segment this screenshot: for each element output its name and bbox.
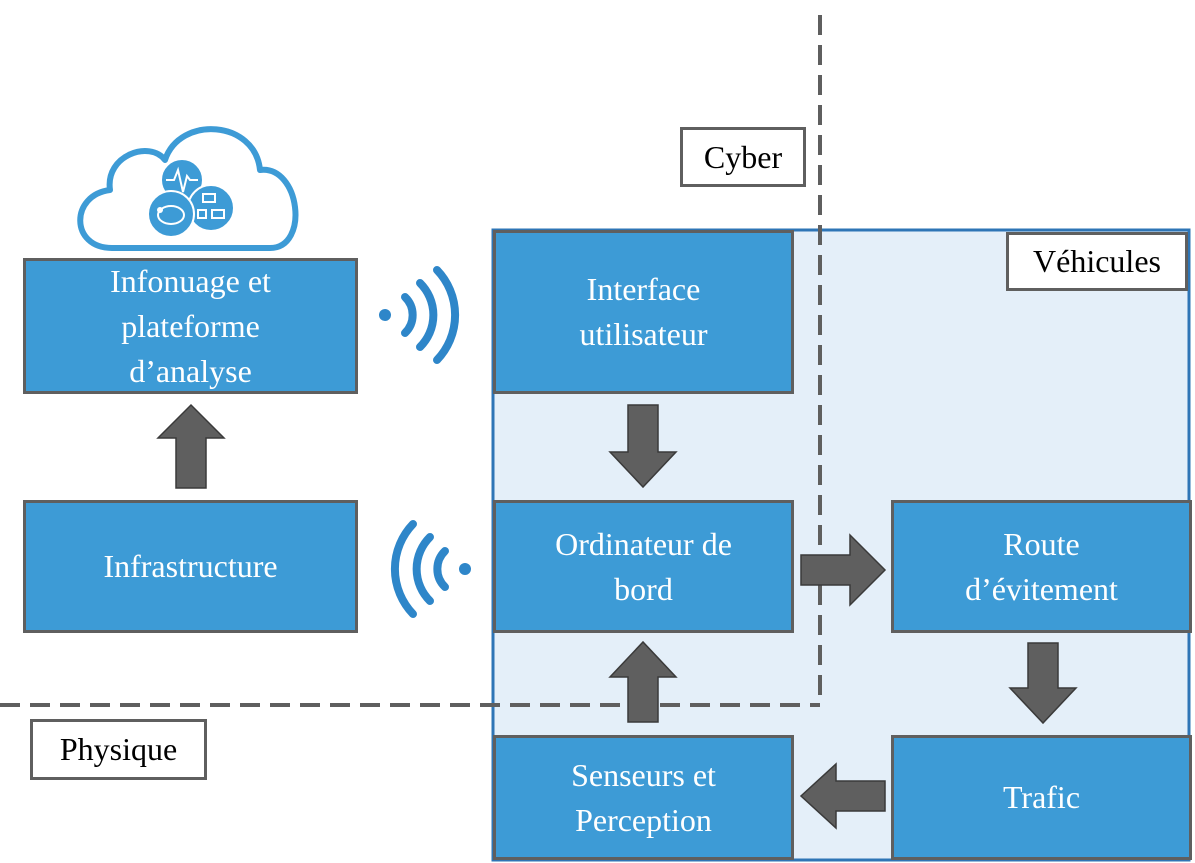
traffic-box: Trafic: [891, 735, 1192, 860]
infrastructure-box: Infrastructure: [23, 500, 358, 633]
arrow-icon: [608, 404, 678, 489]
cyber-label: Cyber: [680, 127, 806, 187]
sensors-perception-box: Senseurs et Perception: [493, 735, 794, 860]
arrow-icon: [799, 762, 886, 830]
arrow-icon: [156, 403, 226, 489]
cloud-platform-box: Infonuage et plateforme d’analyse: [23, 258, 358, 394]
onboard-computer-box: Ordinateur de bord: [493, 500, 794, 633]
cloud-icon: [77, 126, 299, 251]
wifi-signal-icon: [379, 266, 460, 364]
arrow-icon: [608, 640, 678, 723]
cyber-physical-boundary: [0, 15, 822, 707]
vehicules-label: Véhicules: [1006, 232, 1188, 291]
avoidance-route-box: Route d’évitement: [891, 500, 1192, 633]
physique-label: Physique: [30, 719, 207, 780]
arrow-icon: [1008, 642, 1078, 725]
arrow-icon: [800, 533, 887, 607]
user-interface-box: Interface utilisateur: [493, 230, 794, 394]
wifi-signal-icon: [390, 520, 471, 618]
